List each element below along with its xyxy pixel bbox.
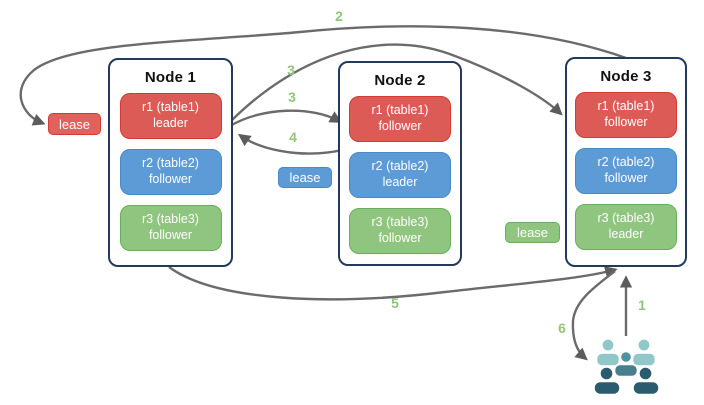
node-3-panel: Node 3 r1 (table1) follower r2 (table2) … bbox=[565, 57, 687, 267]
arrow-step-3-short bbox=[229, 109, 343, 128]
replica-name: r1 (table1) bbox=[597, 99, 655, 114]
lease-badge-red: lease bbox=[48, 113, 101, 135]
replica-role: follower bbox=[378, 231, 422, 245]
step-label-6: 6 bbox=[558, 320, 566, 336]
step-label-2: 2 bbox=[335, 8, 343, 24]
replica-role: leader bbox=[153, 116, 188, 130]
replica-role: follower bbox=[604, 171, 648, 185]
node-3-replica-r2: r2 (table2) follower bbox=[575, 148, 677, 194]
node-2-replica-r2: r2 (table2) leader bbox=[349, 152, 451, 198]
step-label-3a: 3 bbox=[287, 62, 295, 78]
node-1-replica-r3: r3 (table3) follower bbox=[119, 205, 222, 251]
replica-name: r1 (table1) bbox=[142, 100, 199, 115]
node-1-replica-r2: r2 (table2) follower bbox=[119, 149, 222, 195]
node-1-title: Node 1 bbox=[144, 69, 197, 86]
users-group-icon bbox=[593, 337, 660, 396]
arrow-step-2 bbox=[19, 25, 627, 126]
replica-name: r2 (table2) bbox=[597, 155, 655, 170]
lease-badge-green: lease bbox=[505, 222, 560, 243]
replica-role: follower bbox=[604, 115, 648, 129]
node-2-replica-r3: r3 (table3) follower bbox=[349, 208, 451, 254]
step-label-5: 5 bbox=[391, 295, 399, 311]
replica-name: r3 (table3) bbox=[142, 212, 199, 227]
node-1-panel: Node 1 r1 (table1) leader r2 (table2) fo… bbox=[108, 58, 233, 267]
replica-role: follower bbox=[148, 172, 193, 186]
step-label-1: 1 bbox=[638, 297, 646, 313]
arrow-step-3-long bbox=[229, 43, 563, 123]
replica-role: follower bbox=[378, 119, 422, 133]
node-3-title: Node 3 bbox=[600, 68, 652, 85]
replica-name: r2 (table2) bbox=[371, 159, 429, 174]
node-2-title: Node 2 bbox=[374, 72, 426, 89]
replica-name: r3 (table3) bbox=[371, 215, 429, 230]
node-2-replica-r1: r1 (table1) follower bbox=[349, 96, 451, 142]
node-2-panel: Node 2 r1 (table1) follower r2 (table2) … bbox=[338, 61, 462, 266]
replica-name: r2 (table2) bbox=[142, 156, 199, 171]
replica-role: leader bbox=[382, 175, 418, 189]
replica-name: r1 (table1) bbox=[371, 103, 429, 118]
node-1-replica-r1: r1 (table1) leader bbox=[119, 93, 222, 139]
step-label-3b: 3 bbox=[288, 89, 296, 105]
arrow-step-6 bbox=[571, 270, 616, 361]
replica-role: follower bbox=[148, 228, 193, 242]
step-label-4: 4 bbox=[289, 129, 297, 145]
lease-badge-blue: lease bbox=[278, 167, 332, 188]
node-3-replica-r3: r3 (table3) leader bbox=[575, 204, 677, 250]
replica-name: r3 (table3) bbox=[597, 211, 655, 226]
arrow-step-5 bbox=[168, 266, 618, 301]
node-3-replica-r1: r1 (table1) follower bbox=[575, 92, 677, 138]
replica-role: leader bbox=[608, 227, 644, 241]
